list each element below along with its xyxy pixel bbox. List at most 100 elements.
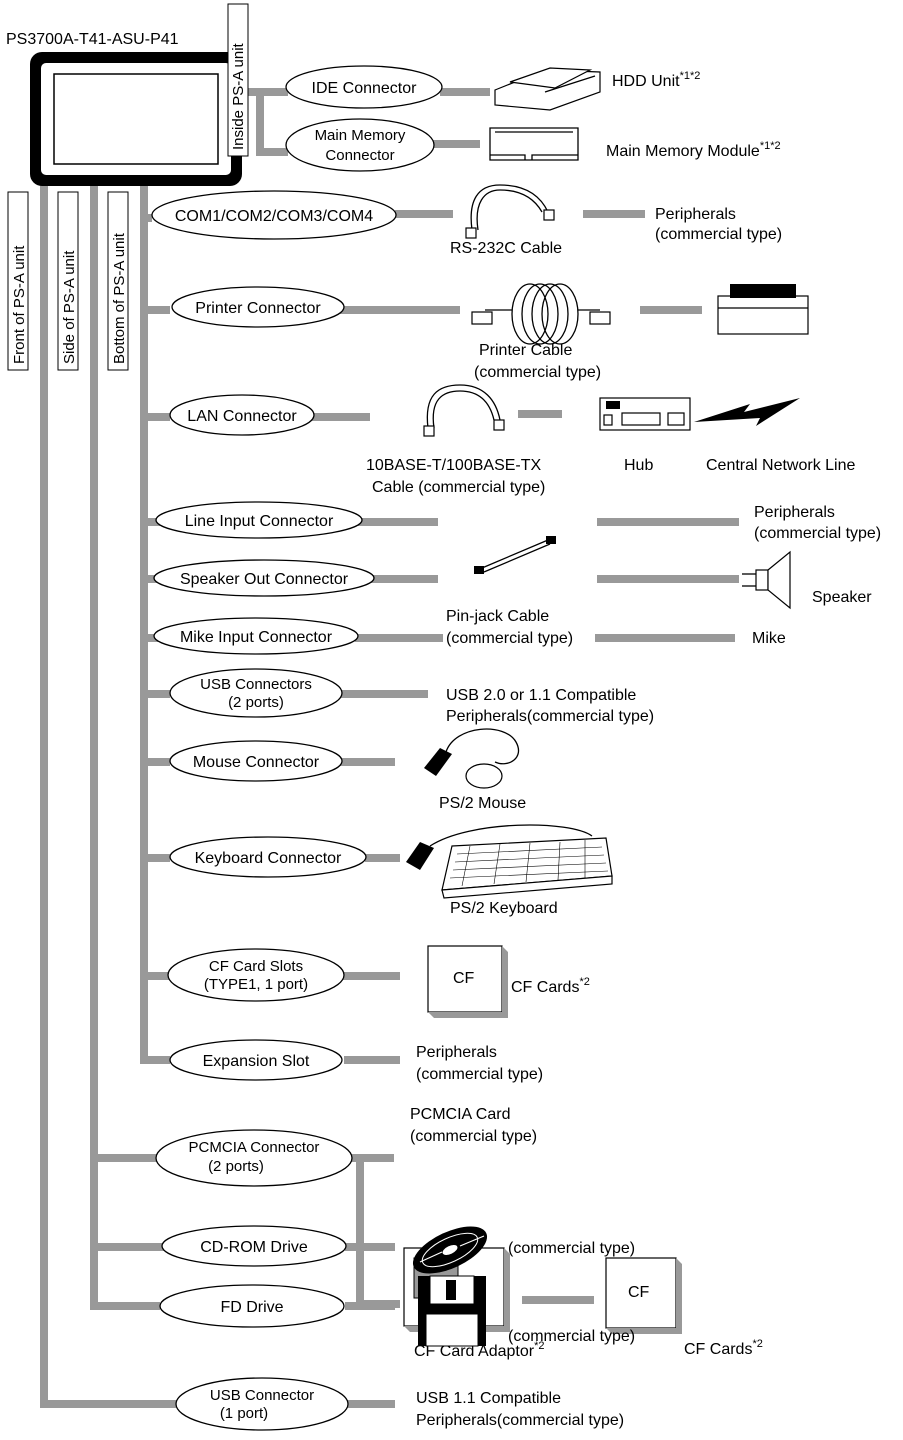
pcmcia-connector: PCMCIA Connector (2 ports) <box>155 1129 353 1187</box>
svg-text:Main Memory: Main Memory <box>315 127 406 144</box>
svg-text:Mouse Connector: Mouse Connector <box>193 754 320 771</box>
lan-connector: LAN Connector <box>169 394 315 436</box>
svg-text:IDE Connector: IDE Connector <box>312 80 418 97</box>
com-connector: COM1/COM2/COM3/COM4 <box>151 190 397 240</box>
cf-cards-label: CF Cards*2 <box>511 976 590 996</box>
svg-text:CF Card Slots: CF Card Slots <box>209 958 303 975</box>
mouse-connector: Mouse Connector <box>169 740 343 782</box>
label-front-unit: Front of PS-A unit <box>7 191 29 371</box>
keyboard-label: PS/2 Keyboard <box>450 900 558 917</box>
printer-cable-label: Printer Cable <box>479 342 572 359</box>
svg-text:(TYPE1, 1 port): (TYPE1, 1 port) <box>204 976 308 993</box>
printer-cable-type: (commercial type) <box>474 364 601 381</box>
expansion-peripherals: Peripherals <box>416 1044 497 1061</box>
svg-text:USB Connectors: USB Connectors <box>200 676 312 693</box>
fd-drive: FD Drive <box>159 1284 345 1328</box>
printer-cable-drawing <box>471 283 611 345</box>
model-name: PS3700A-T41-ASU-P41 <box>6 31 179 48</box>
lan-cable-label: 10BASE-T/100BASE-TX <box>366 457 542 474</box>
svg-text:LAN Connector: LAN Connector <box>187 408 297 425</box>
mouse-label: PS/2 Mouse <box>439 795 526 812</box>
cf-card-slots: CF Card Slots (TYPE1, 1 port) <box>167 948 345 1002</box>
label-bottom-unit: Bottom of PS-A unit <box>107 191 129 371</box>
svg-text:Line Input Connector: Line Input Connector <box>185 513 334 530</box>
svg-text:(1 port): (1 port) <box>220 1405 268 1422</box>
mike-input-connector: Mike Input Connector <box>153 617 359 655</box>
hub-label: Hub <box>624 457 653 474</box>
line-input-connector: Line Input Connector <box>155 501 363 539</box>
svg-text:Keyboard Connector: Keyboard Connector <box>195 850 342 867</box>
cf-card-drawing <box>427 945 508 1018</box>
svg-text:COM1/COM2/COM3/COM4: COM1/COM2/COM3/COM4 <box>175 208 373 225</box>
svg-text:Front of PS-A unit: Front of PS-A unit <box>11 245 28 364</box>
pcmcia-card-type: (commercial type) <box>410 1128 537 1145</box>
ps-a-unit <box>30 52 242 186</box>
lan-cable-type: Cable (commercial type) <box>372 479 545 496</box>
cf-card-text: CF <box>453 970 475 987</box>
speaker-out-connector: Speaker Out Connector <box>153 559 375 597</box>
usb-connector-front: USB Connector (1 port) <box>175 1377 349 1431</box>
svg-text:Inside PS-A unit: Inside PS-A unit <box>230 42 247 150</box>
usb-peripherals-type: Peripherals(commercial type) <box>446 708 654 725</box>
network-lightning-icon <box>694 398 800 426</box>
cf-card-2-drawing <box>605 1257 682 1334</box>
peripherals-com: Peripherals <box>655 206 736 223</box>
hdd-unit-drawing <box>494 67 601 111</box>
svg-text:CD-ROM Drive: CD-ROM Drive <box>200 1239 308 1256</box>
peripherals-line-in: Peripherals <box>754 504 835 521</box>
label-inside-unit: Inside PS-A unit <box>227 3 249 157</box>
cf-card-2-text: CF <box>628 1284 650 1301</box>
expansion-peripherals-type: (commercial type) <box>416 1066 543 1083</box>
svg-text:PCMCIA Connector: PCMCIA Connector <box>189 1139 320 1156</box>
keyboard-connector: Keyboard Connector <box>169 836 367 878</box>
mike-label: Mike <box>752 630 786 647</box>
svg-text:USB Connector: USB Connector <box>210 1387 314 1404</box>
usb1-peripherals-type: Peripherals(commercial type) <box>416 1412 624 1429</box>
printer-icon <box>717 284 809 335</box>
svg-text:(2 ports): (2 ports) <box>228 694 284 711</box>
floppy-disk-icon <box>418 1275 486 1347</box>
lan-cable-drawing <box>423 384 505 437</box>
pinjack-cable-drawing <box>474 536 556 574</box>
svg-text:Connector: Connector <box>325 147 394 164</box>
memory-label: Main Memory Module*1*2 <box>606 140 781 160</box>
svg-text:Expansion Slot: Expansion Slot <box>203 1053 310 1070</box>
peripherals-line-in-type: (commercial type) <box>754 525 881 542</box>
cdrom-type: (commercial type) <box>508 1240 635 1257</box>
label-side-unit: Side of PS-A unit <box>57 191 79 371</box>
fd-type: (commercial type) <box>508 1328 635 1345</box>
cf-adaptor-label: CF Card Adaptor*2 <box>414 1340 544 1360</box>
memory-module-drawing <box>489 127 579 161</box>
svg-text:Mike Input Connector: Mike Input Connector <box>180 629 333 646</box>
peripherals-com-type: (commercial type) <box>655 226 782 243</box>
rs232-label: RS-232C Cable <box>450 240 562 257</box>
mouse-drawing <box>424 728 519 789</box>
svg-text:Bottom of PS-A unit: Bottom of PS-A unit <box>111 232 128 364</box>
usb-peripherals-label: USB 2.0 or 1.1 Compatible <box>446 687 636 704</box>
connection-lines <box>40 88 739 1408</box>
main-memory-connector: Main Memory Connector <box>285 118 435 172</box>
hub-icon <box>599 397 691 431</box>
rs232-cable-drawing <box>465 184 555 239</box>
printer-connector: Printer Connector <box>171 286 345 328</box>
keyboard-drawing <box>406 824 613 899</box>
expansion-slot: Expansion Slot <box>169 1039 343 1081</box>
svg-text:Speaker Out Connector: Speaker Out Connector <box>180 571 349 588</box>
svg-text:(2 ports): (2 ports) <box>208 1158 264 1175</box>
svg-text:Printer Connector: Printer Connector <box>195 300 321 317</box>
usb-connectors: USB Connectors (2 ports) <box>169 668 343 718</box>
usb1-peripherals-label: USB 1.1 Compatible <box>416 1390 561 1407</box>
svg-text:FD Drive: FD Drive <box>220 1299 283 1316</box>
pinjack-label: Pin-jack Cable <box>446 608 549 625</box>
ide-connector: IDE Connector <box>285 65 443 109</box>
svg-text:Side of PS-A unit: Side of PS-A unit <box>61 250 78 364</box>
cf-cards-2-label: CF Cards*2 <box>684 1338 763 1358</box>
pinjack-type: (commercial type) <box>446 630 573 647</box>
speaker-icon <box>742 550 791 610</box>
pcmcia-card-label: PCMCIA Card <box>410 1106 510 1123</box>
cdrom-icon <box>412 1226 488 1274</box>
cdrom-drive: CD-ROM Drive <box>161 1225 347 1267</box>
speaker-label: Speaker <box>812 589 872 606</box>
hdd-label: HDD Unit*1*2 <box>612 70 700 90</box>
